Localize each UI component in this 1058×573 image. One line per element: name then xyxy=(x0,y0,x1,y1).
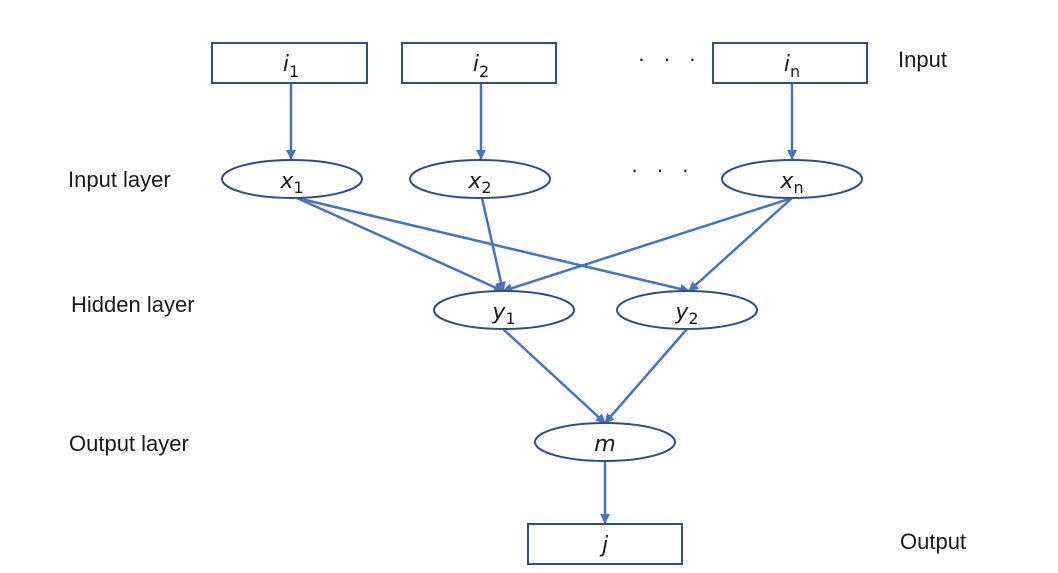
node-m: m xyxy=(534,422,676,462)
edge-xn-to-y1 xyxy=(502,196,793,294)
edge-y2-to-m xyxy=(604,328,688,424)
input-box-i1-label: i1 xyxy=(283,52,299,81)
node-x2: x2 xyxy=(409,159,551,199)
node-y1-label: y1 xyxy=(491,300,515,328)
input-box-in: in xyxy=(712,42,868,84)
node-x1-label: x1 xyxy=(279,169,303,197)
output-box-j: j xyxy=(527,523,683,565)
input-box-i2: i2 xyxy=(401,42,557,84)
node-y2-label: y2 xyxy=(674,300,698,328)
input-box-in-label: in xyxy=(784,52,800,81)
output-box-j-label: j xyxy=(599,533,609,558)
edge-xn-to-y2 xyxy=(688,197,793,292)
label-output: Output xyxy=(900,529,966,554)
edge-y1-to-m xyxy=(502,328,606,424)
label-output-layer: Output layer xyxy=(69,431,189,456)
node-xn: xn xyxy=(721,159,863,199)
node-y2: y2 xyxy=(616,290,758,330)
edges-group xyxy=(286,83,797,524)
node-y1: y1 xyxy=(433,290,575,330)
node-xn-label: xn xyxy=(779,169,803,197)
label-input: Input xyxy=(898,47,947,72)
edge-x1-to-y1 xyxy=(296,196,504,293)
input-box-i1: i1 xyxy=(211,42,368,84)
input-ellipsis: · · · xyxy=(638,46,702,71)
node-x1: x1 xyxy=(221,159,363,199)
input-box-i2-label: i2 xyxy=(473,52,489,81)
input-layer-ellipsis: · · · xyxy=(631,157,695,182)
edge-x2-to-y1 xyxy=(480,197,506,292)
label-input-layer: Input layer xyxy=(68,167,171,192)
label-hidden-layer: Hidden layer xyxy=(71,292,195,317)
node-x2-label: x2 xyxy=(467,169,491,197)
node-m-label: m xyxy=(594,432,615,457)
